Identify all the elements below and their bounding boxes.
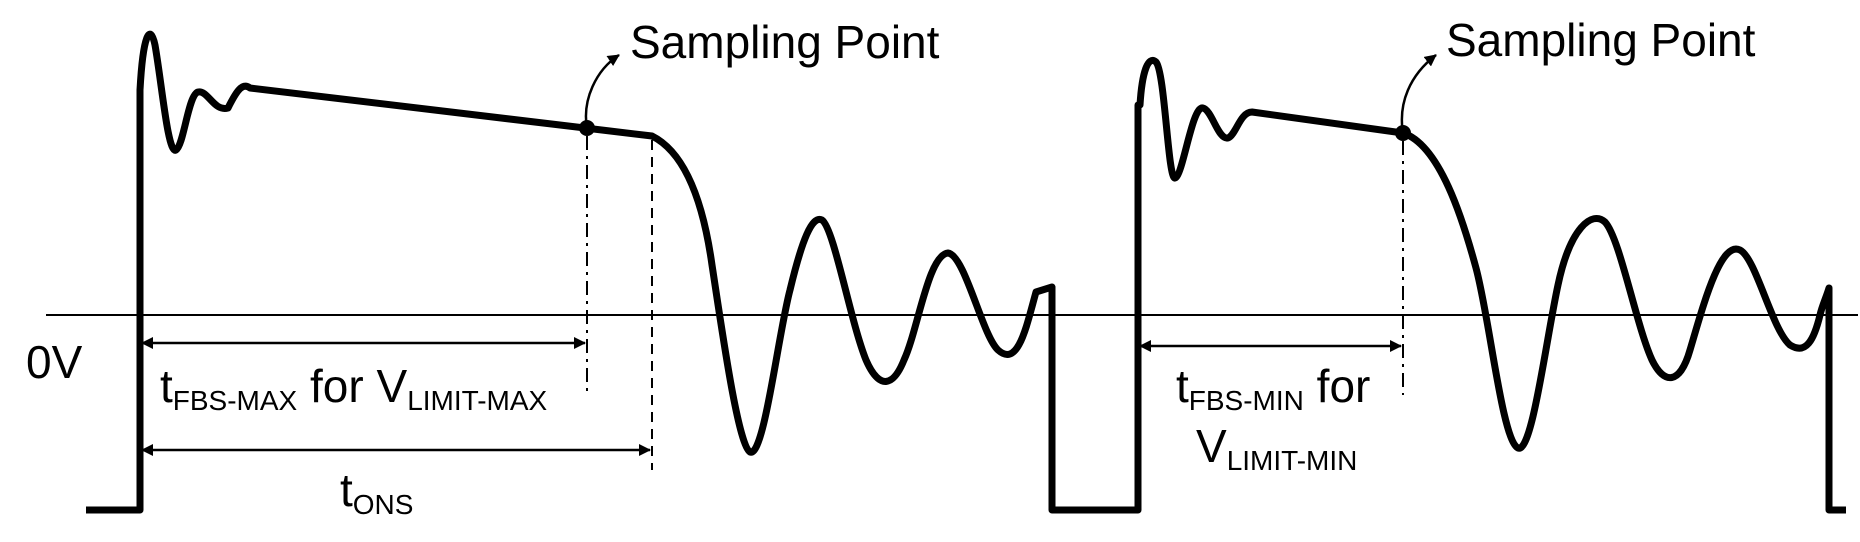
tfbs-min-t-subscript: FBS-MIN xyxy=(1189,385,1304,416)
tfbs-max-label: tFBS-MAX for VLIMIT-MAX xyxy=(160,360,548,416)
sampling-callout-arrow-2 xyxy=(1400,54,1437,134)
tons-t-subscript: ONS xyxy=(353,489,414,520)
tfbs-max-for-v: for V xyxy=(297,360,407,412)
sampling-point-label-2: Sampling Point xyxy=(1446,14,1756,66)
tfbs-max-t-subscript: FBS-MAX xyxy=(173,385,298,416)
tfbs-min-t: t xyxy=(1176,360,1189,412)
tons-t: t xyxy=(340,464,353,516)
tfbs-max-v-subscript: LIMIT-MAX xyxy=(407,385,547,416)
tfbs-min-v-subscript: LIMIT-MIN xyxy=(1227,445,1358,476)
tfbs-max-t: t xyxy=(160,360,173,412)
waveform-cycle-2 xyxy=(1110,56,1846,514)
tfbs-min-label-line-2: VLIMIT-MIN xyxy=(1196,420,1357,476)
sampling-callout-arrow-1 xyxy=(584,53,620,129)
zero-volt-label: 0V xyxy=(26,336,83,388)
sampling-point-label-1: Sampling Point xyxy=(630,16,940,68)
waveform-cycle-1 xyxy=(86,30,1110,514)
tfbs-min-for: for xyxy=(1304,360,1370,412)
tfbs-min-label-line-1: tFBS-MIN for xyxy=(1176,360,1370,416)
tons-label: tONS xyxy=(340,464,413,520)
tfbs-min-v: V xyxy=(1196,420,1227,472)
